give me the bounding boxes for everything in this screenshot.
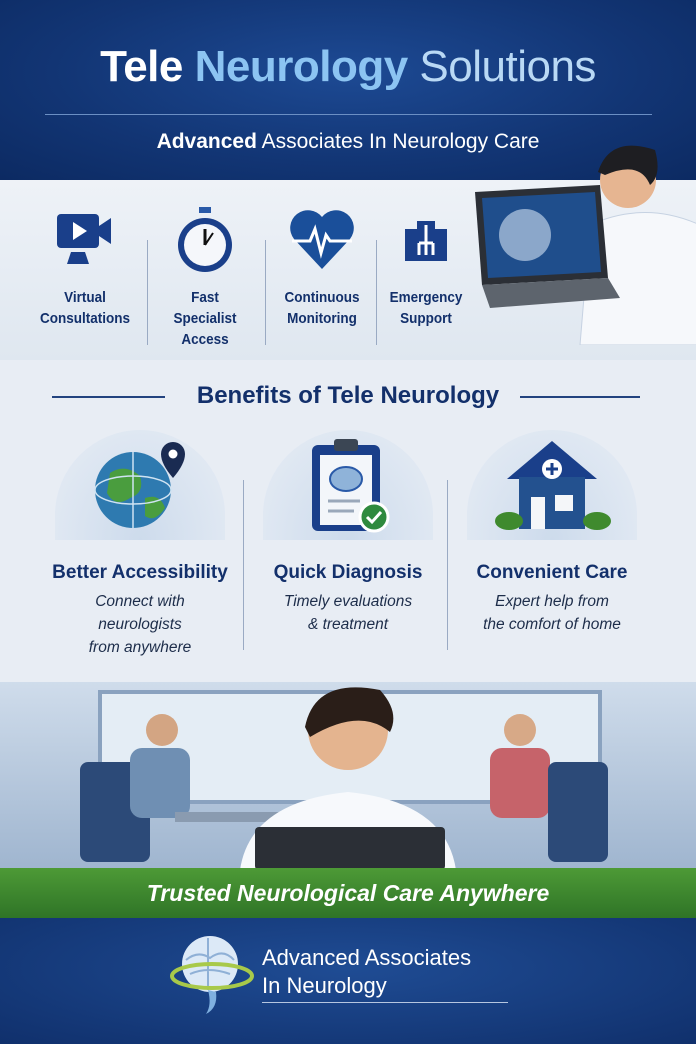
divider xyxy=(147,240,148,345)
card-title: Convenient Care xyxy=(476,562,628,583)
doctor-laptop-illustration xyxy=(475,145,696,345)
feature-label: Consultations xyxy=(40,310,130,327)
title-part-3: Solutions xyxy=(419,42,596,91)
feature-label: Access xyxy=(181,331,229,348)
header xyxy=(0,0,696,180)
card-desc: neurologists xyxy=(98,616,182,633)
office-illustration xyxy=(0,682,696,870)
feature-label: Virtual xyxy=(64,289,106,306)
card-desc: & treatment xyxy=(307,616,389,633)
title-part-1: Tele xyxy=(100,42,183,91)
stopwatch-icon xyxy=(178,207,232,272)
divider xyxy=(520,396,640,398)
card-desc: Connect with xyxy=(95,593,185,610)
benefit-card-accessibility: Better Accessibility Connect with neurolo… xyxy=(40,430,240,659)
benefit-card-convenient-care: Convenient Care Expert help from the comf… xyxy=(452,430,652,636)
tagline-banner: Trusted Neurological Care Anywhere xyxy=(0,868,696,918)
feature-label: Continuous xyxy=(284,289,360,306)
video-camera-icon xyxy=(57,214,111,264)
card-desc: Expert help from xyxy=(495,593,609,610)
divider xyxy=(45,114,652,115)
title-part-2: Neurology xyxy=(194,42,409,91)
globe-location-icon xyxy=(94,441,185,528)
card-title: Quick Diagnosis xyxy=(273,562,423,583)
house-medical-icon xyxy=(495,441,611,530)
benefits-heading: Benefits of Tele Neurology xyxy=(196,382,500,409)
card-desc: from anywhere xyxy=(88,639,192,656)
feature-label: Fast xyxy=(191,289,219,306)
tagline-text: Trusted Neurological Care Anywhere xyxy=(146,880,550,906)
divider xyxy=(447,480,448,650)
card-title: Better Accessibility xyxy=(52,562,228,583)
footer-logo-text: Advanced Associates In Neurology xyxy=(262,944,471,1000)
call-center-scene xyxy=(80,687,608,870)
subtitle-rest: Associates In Neurology Care xyxy=(261,130,540,153)
feature-label: Emergency xyxy=(389,289,463,306)
feature-label: Support xyxy=(400,310,452,327)
hospital-icon xyxy=(405,221,447,261)
page-title: Tele Neurology Solutions xyxy=(0,42,696,92)
card-desc: the comfort of home xyxy=(483,616,621,633)
divider xyxy=(243,480,244,650)
brain-globe-logo xyxy=(170,936,254,1014)
benefit-card-diagnosis: Quick Diagnosis Timely evaluations & trea… xyxy=(248,430,448,636)
feature-label: Specialist xyxy=(173,310,237,327)
footer xyxy=(0,918,696,1044)
subtitle-bold: Advanced xyxy=(156,130,257,153)
logo-line-2: In Neurology xyxy=(262,973,387,998)
heart-pulse-icon xyxy=(290,210,354,269)
clipboard-brain-check-icon xyxy=(312,439,390,533)
subtitle: Advanced Associates In Neurology Care xyxy=(0,130,696,154)
divider xyxy=(265,240,266,345)
logo-line-1: Advanced Associates xyxy=(262,945,472,970)
divider xyxy=(376,240,377,345)
card-desc: Timely evaluations xyxy=(283,593,413,610)
divider xyxy=(52,396,165,398)
divider xyxy=(262,1002,508,1003)
feature-label: Monitoring xyxy=(287,310,357,327)
